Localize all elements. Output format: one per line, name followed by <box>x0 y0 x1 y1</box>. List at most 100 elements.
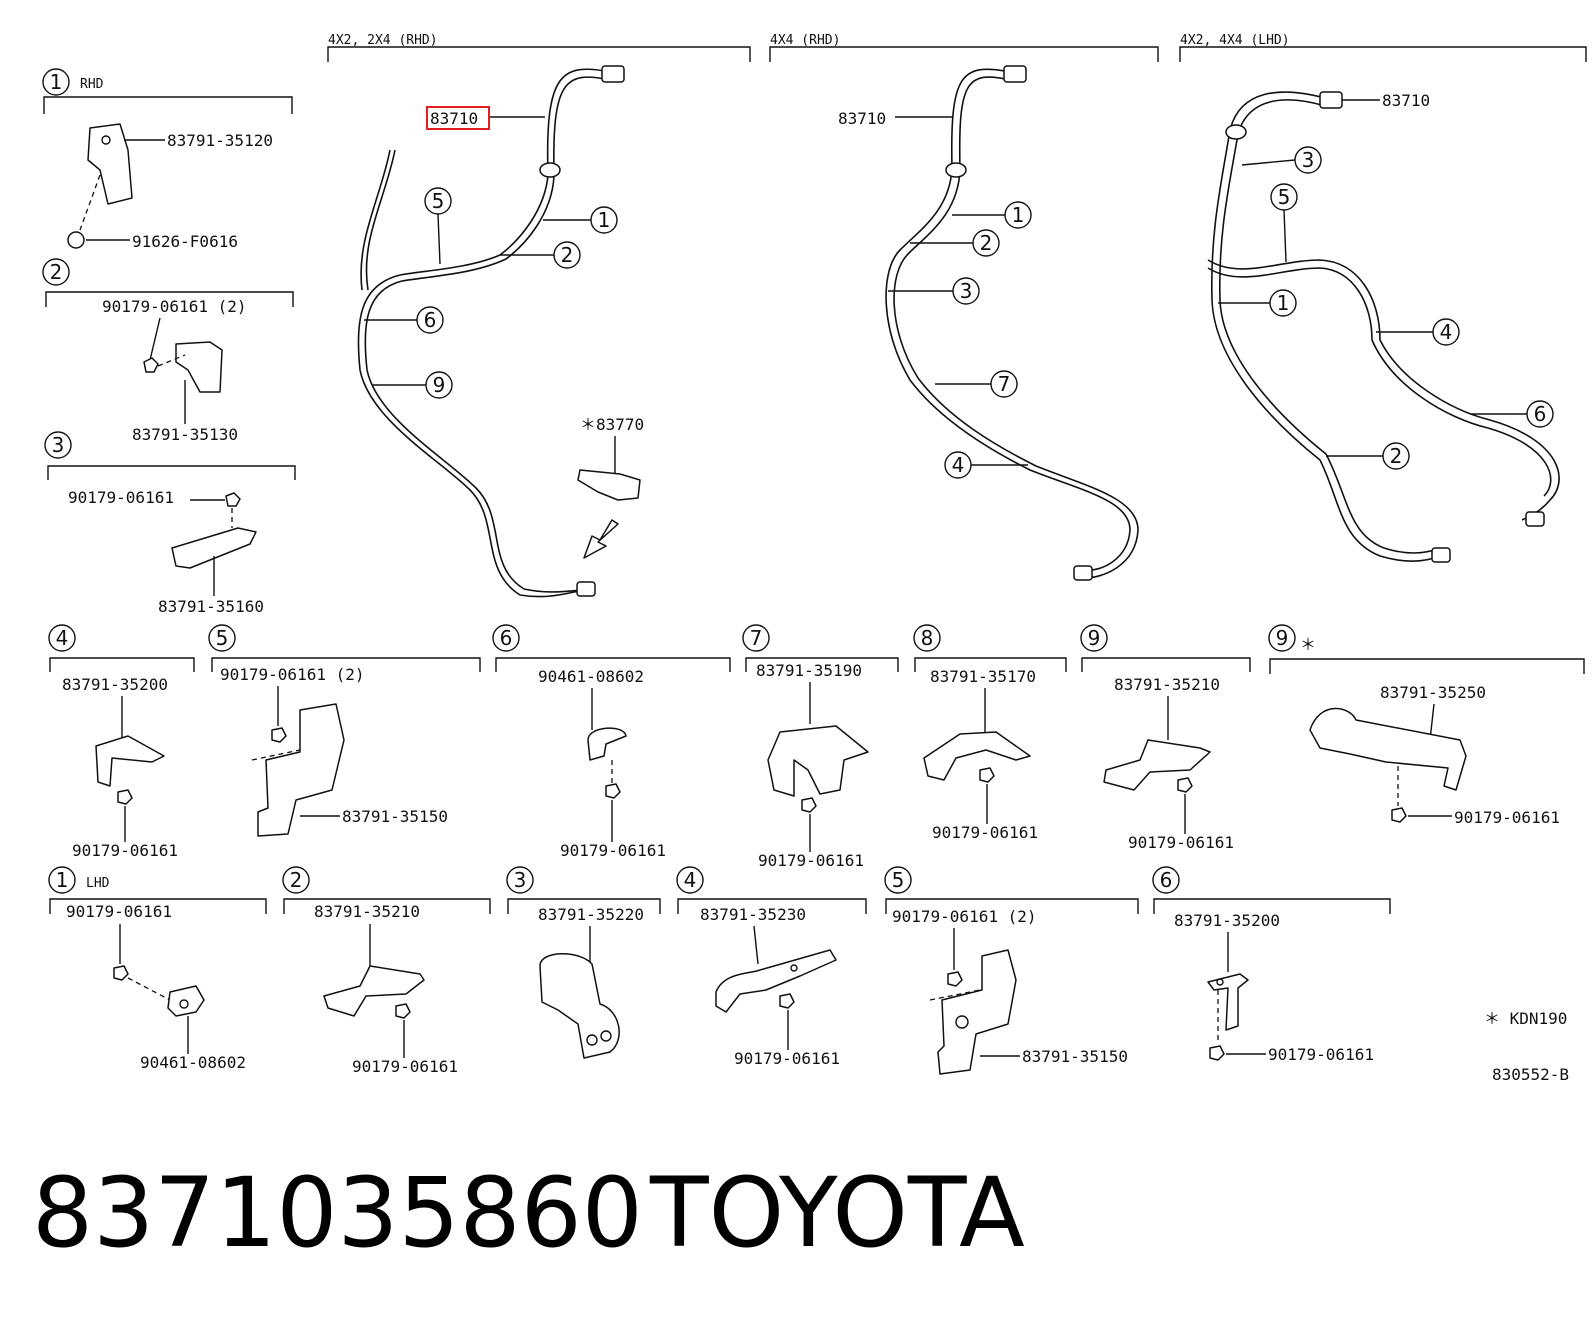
nut-part <box>1209 1045 1225 1061</box>
callout-number: 6 <box>1534 402 1547 426</box>
callout-number: 2 <box>1390 444 1403 468</box>
group-3-lhd: 3 83791-35220 <box>506 866 661 1059</box>
sensor-part-number: ＊83770 <box>580 415 644 434</box>
group-number: 3 <box>52 433 65 457</box>
part-number: 90179-06161 <box>68 488 174 507</box>
group-number: 2 <box>290 868 303 892</box>
bracket-part <box>539 953 620 1059</box>
part-number: 83791-35150 <box>1022 1047 1128 1066</box>
bracket-part <box>257 703 345 837</box>
part-number: 90179-06161 (2) <box>102 297 247 316</box>
nut-part <box>979 767 995 783</box>
part-number: 83791-35150 <box>342 807 448 826</box>
group-number: 2 <box>50 260 63 284</box>
group-2-lhd: 2 83791-35210 90179-06161 <box>282 866 491 1076</box>
grommet-part <box>945 162 967 178</box>
group-4-rhd: 4 83791-35200 90179-06161 <box>48 624 195 860</box>
part-number: 90179-06161 <box>1454 808 1560 827</box>
group-6-rhd: 6 90461-08602 90179-06161 <box>492 624 731 860</box>
part-number: 90461-08602 <box>140 1053 246 1072</box>
group-number: 3 <box>514 868 527 892</box>
group-number: 8 <box>921 626 934 650</box>
bracket-part <box>1207 973 1249 1031</box>
cable-rhd-4wd: 83710 1 2 3 7 4 <box>838 65 1139 581</box>
grommet-part <box>1225 124 1247 140</box>
callout-number: 1 <box>598 208 611 232</box>
bolt-part <box>67 231 85 249</box>
nut-part <box>779 993 795 1009</box>
part-number: 90179-06161 (2) <box>892 907 1037 926</box>
group-1-lhd: 1 LHD 90179-06161 90461-08602 <box>48 866 267 1072</box>
nut-part <box>117 789 133 805</box>
bracket-part <box>1309 707 1467 791</box>
part-number: 90179-06161 <box>932 823 1038 842</box>
variant-header-lhd: 4X2, 4X4 (LHD) <box>1180 33 1290 48</box>
part-number: 90179-06161 <box>66 902 172 921</box>
footer-part-number: 8371035860 <box>32 1157 643 1269</box>
part-number: 83791-35190 <box>756 661 862 680</box>
part-number: 83791-35210 <box>314 902 420 921</box>
group-number: 6 <box>1160 868 1173 892</box>
connector-part <box>1431 547 1451 563</box>
callout-number: 3 <box>1302 148 1315 172</box>
group-number: 1 <box>50 70 63 94</box>
group-number: 4 <box>56 626 69 650</box>
part-number: 90179-06161 <box>734 1049 840 1068</box>
part-number: 90179-06161 <box>72 841 178 860</box>
callout-number: 2 <box>980 231 993 255</box>
group-number: 6 <box>500 626 513 650</box>
variant-header-rhd-4wd: 4X4 (RHD) <box>770 33 840 48</box>
part-number: 90179-06161 <box>352 1057 458 1076</box>
bracket-part <box>937 949 1017 1075</box>
group-number: 7 <box>750 626 763 650</box>
part-number: 90461-08602 <box>538 667 644 686</box>
cable-part-number: 83710 <box>838 109 886 128</box>
part-number: 90179-06161 <box>1268 1045 1374 1064</box>
highlight-box <box>426 106 490 130</box>
part-number: 90179-06161 (2) <box>220 665 365 684</box>
group-9-rhd: 9 83791-35210 90179-06161 <box>1080 624 1251 852</box>
group-7-rhd: 7 83791-35190 90179-06161 <box>742 624 899 870</box>
callout-number: 4 <box>1440 320 1453 344</box>
cable-rhd-2wd: 83710 5 1 2 6 9 ＊83770 <box>357 65 644 598</box>
part-number: 83791-35120 <box>167 131 273 150</box>
arrow <box>583 519 619 559</box>
nut-part <box>1177 777 1193 793</box>
callout-number: 2 <box>561 243 574 267</box>
part-number: 83791-35200 <box>1174 911 1280 930</box>
bracket-part <box>171 527 257 569</box>
connector-part <box>601 65 625 83</box>
variant-header-rhd-2wd: 4X2, 2X4 (RHD) <box>328 33 438 48</box>
connector-part <box>1319 91 1343 109</box>
nut-part <box>801 797 817 813</box>
callout-circle <box>42 68 70 96</box>
cable-part-number[interactable]: 83710 <box>430 109 478 128</box>
bracket-part <box>323 965 425 1017</box>
bracket-part <box>95 735 165 787</box>
note-model: ＊ KDN190 <box>1484 1009 1567 1028</box>
group-1-rhd: 1 RHD 83791-35120 91626-F0616 <box>42 68 293 251</box>
nut-part <box>225 492 241 507</box>
group-2-rhd: 2 90179-06161 (2) 83791-35130 <box>42 258 294 444</box>
bracket-part <box>1103 739 1211 791</box>
rhd-label: RHD <box>80 77 104 92</box>
nut-part <box>271 727 287 743</box>
bracket-part <box>87 123 133 205</box>
ref-code: 830552-B <box>1492 1065 1569 1084</box>
part-number: 90179-06161 <box>1128 833 1234 852</box>
group-number: 9 <box>1276 626 1289 650</box>
group-5-rhd: 5 90179-06161 (2) 83791-35150 <box>208 624 481 837</box>
group-9-star-rhd: 9 ＊ 83791-35250 90179-06161 <box>1268 624 1585 827</box>
nut-part <box>605 783 621 799</box>
callout-number: 4 <box>952 453 965 477</box>
part-number: 83791-35130 <box>132 425 238 444</box>
callout-number: 1 <box>1277 291 1290 315</box>
group-4-lhd: 4 83791-35230 90179-06161 <box>676 866 867 1068</box>
callout-number: 7 <box>998 372 1011 396</box>
bracket-part <box>767 725 869 797</box>
footer-brand: TOYOTA <box>649 1157 1025 1269</box>
part-number: 91626-F0616 <box>132 232 238 251</box>
part-number: 83791-35210 <box>1114 675 1220 694</box>
bracket-part <box>715 949 837 1013</box>
